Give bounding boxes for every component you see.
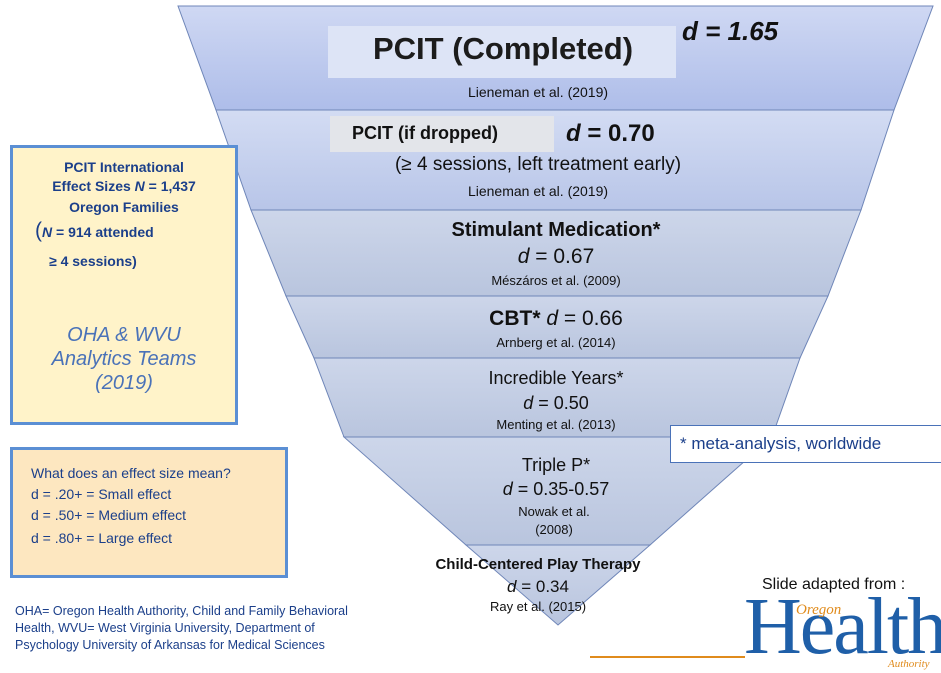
tier3-title: Stimulant Medication* (451, 219, 661, 241)
tier4-title: CBT* (489, 307, 541, 330)
footnote: OHA= Oregon Health Authority, Child and … (15, 603, 348, 654)
tier5-cite: Menting et al. (2013) (496, 417, 616, 432)
logo-word: Health (744, 596, 941, 671)
tier3-effect: d = 0.67 (518, 245, 595, 269)
tier2-effect-value: = 0.70 (580, 120, 655, 147)
intl-line4: (N = 914 attended (13, 219, 235, 242)
tier5-effect-d: d (523, 393, 534, 413)
meta-analysis-note: * meta-analysis, worldwide (670, 425, 941, 463)
intl-line2: Effect Sizes N = 1,437 (13, 177, 235, 196)
tier1-effect: d = 1.65 (682, 16, 778, 47)
intl-line2b: = 1,437 (144, 178, 196, 194)
adapted-from: Slide adapted from : (762, 576, 906, 593)
tier1-effect-text: d = 1.65 (682, 16, 779, 46)
effect-small: d = .20+ = Small effect (31, 486, 172, 502)
intl-effect-box: PCIT International Effect Sizes N = 1,43… (10, 145, 238, 425)
tier7-effect-d: d (507, 577, 517, 596)
tier4-effect-value: = 0.66 (558, 307, 623, 330)
effect-question: What does an effect size mean? (31, 465, 231, 481)
tier2-cite: Lieneman et al. (2019) (467, 183, 609, 199)
tier6-effect: d = 0.35-0.57 (503, 479, 610, 500)
tier1-title-highlight (328, 26, 676, 78)
tier5-title: Incredible Years* (488, 368, 624, 388)
effect-large: d = .80+ = Large effect (31, 530, 173, 546)
tier2-sub: (≥ 4 sessions, left treatment early) (395, 154, 681, 176)
tier2-effect: d = 0.70 (566, 120, 655, 148)
tier3-cite: Mészáros et al. (2009) (491, 273, 621, 288)
intl-teams3: (2019) (95, 372, 153, 394)
tier2-sub-ge: ≥ (401, 154, 412, 175)
tier2-title: PCIT (if dropped) (352, 123, 498, 143)
intl-line5b: 4 sessions) (56, 253, 137, 269)
intl-line4-n: N (42, 224, 53, 240)
tier6-effect-d: d (502, 479, 513, 499)
oregon-health-logo: Health Oregon Authority (738, 596, 941, 673)
tier4-line: CBT* d = 0.66 (489, 307, 623, 331)
tier1-cite: Lieneman et al. (2019) (467, 84, 609, 100)
tier3-effect-value: = 0.67 (529, 245, 595, 268)
tier3-effect-d: d (517, 245, 530, 268)
logo-authority: Authority (888, 658, 930, 670)
footnote-line1: OHA= Oregon Health Authority, Child and … (15, 604, 348, 618)
intl-line4-open: ( (35, 219, 42, 242)
tier5-effect-value: = 0.50 (533, 393, 589, 413)
tier7-effect-value: = 0.34 (516, 577, 569, 596)
tier-band-7 (464, 544, 652, 626)
tier7-title: Child-Centered Play Therapy (435, 556, 641, 573)
tier1-title: PCIT (Completed) (372, 31, 634, 66)
tier6-effect-value: = 0.35-0.57 (512, 479, 610, 499)
tier6-cite-1: Nowak et al. (518, 504, 590, 519)
tier7-effect: d = 0.34 (507, 577, 569, 597)
intl-line2-n: N (134, 178, 145, 194)
intl-teams1: OHA & WVU (67, 324, 181, 346)
effect-meaning-box: What does an effect size mean? d = .20+ … (10, 447, 288, 578)
tier6-cite-2: (2008) (535, 522, 573, 537)
tier6-title: Triple P* (521, 455, 591, 475)
effect-medium: d = .50+ = Medium effect (31, 507, 187, 523)
intl-teams2: Analytics Teams (51, 348, 197, 370)
intl-line4b: = 914 attended (52, 224, 154, 240)
tier2-title-highlight (330, 116, 554, 152)
tier7-cite: Ray et al. (2015) (489, 599, 587, 614)
tier4-cite: Arnberg et al. (2014) (496, 335, 616, 350)
tier2-sub-text: 4 sessions, left treatment early) (411, 154, 682, 175)
footnote-line3: Psychology University of Arkansas for Me… (15, 638, 325, 652)
intl-line2a: Effect Sizes (52, 178, 135, 194)
intl-line5: ≥ 4 sessions) (13, 252, 235, 271)
logo-oregon: Oregon (796, 602, 842, 618)
tier2-sub-open: ( (394, 154, 402, 175)
tier2-effect-d: d (566, 120, 581, 147)
intl-line5-ge: ≥ (49, 253, 57, 269)
footnote-line2: Health, WVU= West Virginia University, D… (15, 621, 315, 635)
intl-line3: Oregon Families (69, 199, 179, 215)
tier5-effect: d = 0.50 (523, 393, 589, 414)
meta-note-text: * meta-analysis, worldwide (680, 434, 882, 453)
tier4-effect-d: d (546, 307, 559, 330)
intl-line1: PCIT International (64, 159, 184, 175)
